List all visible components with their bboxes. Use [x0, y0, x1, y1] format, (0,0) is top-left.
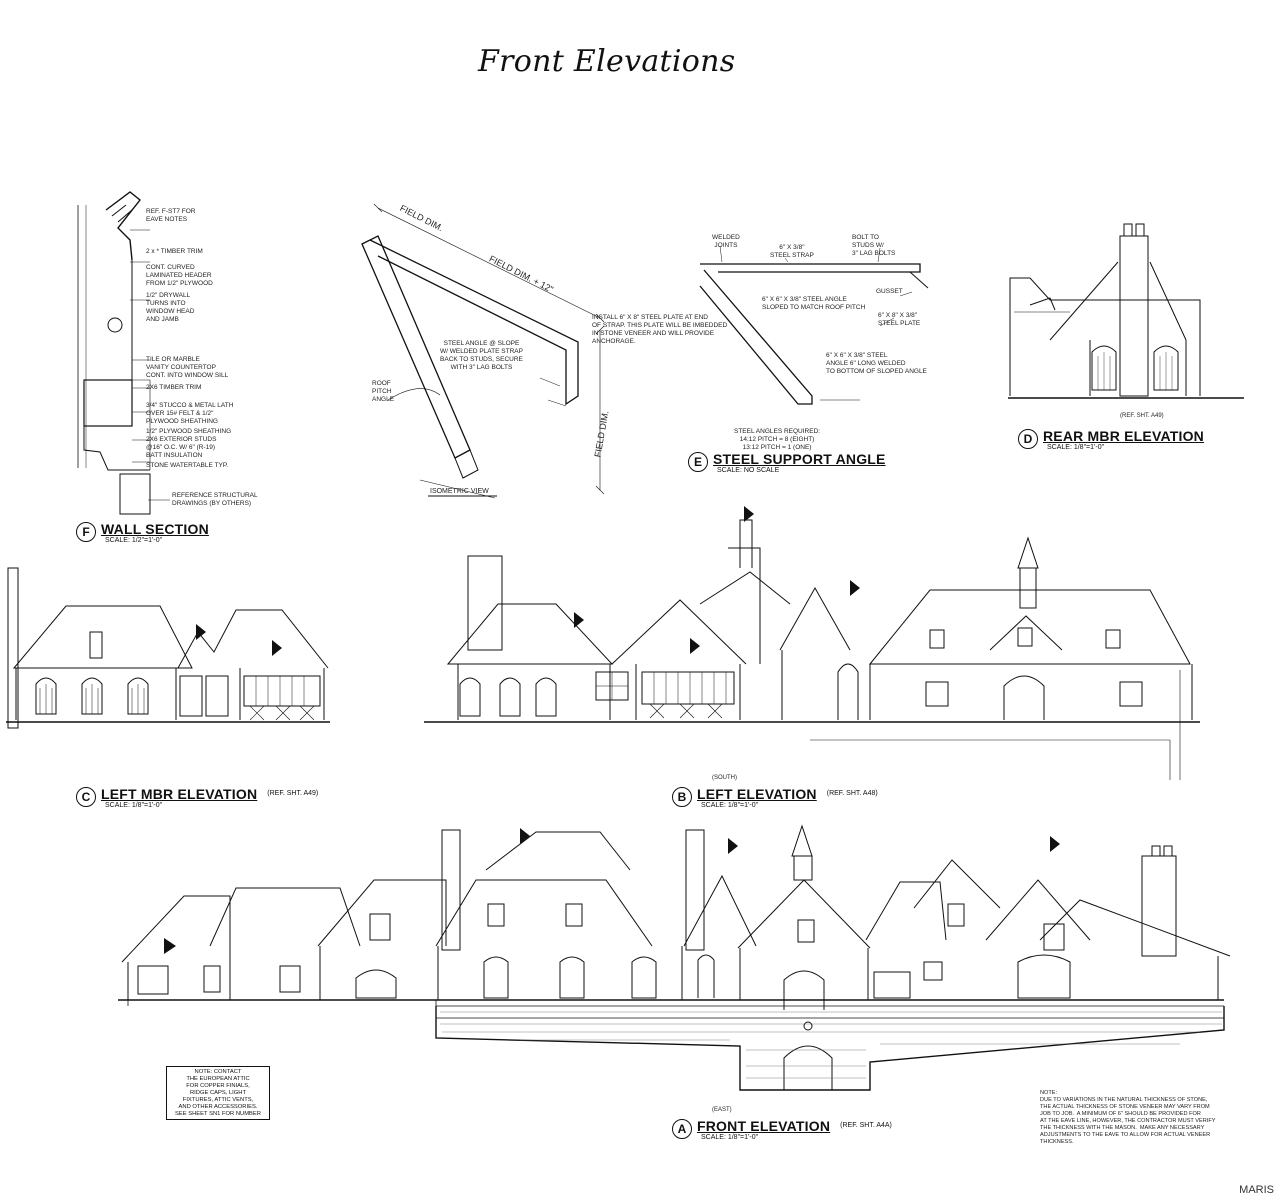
iso-roof-pitch: ROOF PITCH ANGLE	[372, 380, 395, 403]
label-name: LEFT MBR ELEVATION	[101, 786, 258, 802]
front-elevation-drawing	[118, 824, 1231, 1091]
steel-gusset: GUSSET	[876, 288, 903, 295]
label-bubble: E	[688, 452, 708, 472]
label-name: STEEL SUPPORT ANGLE	[713, 451, 886, 467]
stone-note: NOTE: DUE TO VARIATIONS IN THE NATURAL T…	[1040, 1090, 1216, 1145]
page-title: Front Elevations	[478, 44, 736, 79]
wall-section-drawing	[77, 191, 170, 515]
label-name: LEFT ELEVATION	[697, 786, 817, 802]
wall-note-header: CONT. CURVED LAMINATED HEADER FROM 1/2" …	[146, 264, 213, 287]
attic-note-box: NOTE: CONTACT THE EUROPEAN ATTIC FOR COP…	[166, 1066, 270, 1120]
section-markers	[164, 506, 1060, 954]
label-above-front-elev: (EAST)	[712, 1107, 732, 1113]
label-scale: SCALE: 1/8"=1'-0"	[701, 1134, 759, 1141]
label-scale: SCALE: 1/2"=1'-0"	[105, 537, 163, 544]
wall-note-watertable: STONE WATERTABLE TYP.	[146, 462, 229, 469]
label-ref: (REF. SHT. A4A)	[840, 1122, 892, 1129]
label-front-elevation: A FRONT ELEVATION SCALE: 1/8"=1'-0" (REF…	[672, 1118, 892, 1141]
wall-note-timber: 2 x * TIMBER TRIM	[146, 248, 203, 255]
wall-note-structural: REFERENCE STRUCTURAL DRAWINGS (BY OTHERS…	[172, 492, 258, 507]
iso-plate-note: INSTALL 6" X 8" STEEL PLATE AT END OF ST…	[592, 314, 728, 345]
steel-bolt: BOLT TO STUDS W/ 3" LAG BOLTS	[852, 234, 896, 257]
label-scale: SCALE: 1/8"=1'-0"	[105, 802, 163, 809]
iso-angle-note: STEEL ANGLE @ SLOPE W/ WELDED PLATE STRA…	[440, 340, 523, 371]
label-name: FRONT ELEVATION	[697, 1118, 831, 1134]
left-elevation-drawing	[424, 519, 1200, 780]
label-ref: (REF. SHT. A49)	[267, 790, 319, 797]
label-above-left-elev: (SOUTH)	[712, 775, 737, 781]
wall-note-stucco: 3/4" STUCCO & METAL LATH OVER 15# FELT &…	[146, 402, 234, 425]
label-wall-section: F WALL SECTION SCALE: 1/2"=1'-0"	[76, 521, 209, 544]
label-steel-support-angle: E STEEL SUPPORT ANGLE SCALE: NO SCALE	[688, 451, 886, 474]
iso-view-label: ISOMETRIC VIEW	[430, 488, 489, 495]
label-bubble: F	[76, 522, 96, 542]
label-name: WALL SECTION	[101, 521, 209, 537]
wall-note-eave: REF. F-ST7 FOR EAVE NOTES	[146, 208, 196, 223]
steel-plate: 6" X 8" X 3/8" STEEL PLATE	[878, 312, 921, 327]
steel-welded: WELDED JOINTS	[712, 234, 740, 249]
steel-strap: 6" X 3/8" STEEL STRAP	[770, 244, 814, 259]
label-scale: SCALE: NO SCALE	[717, 467, 780, 474]
wall-note-drywall: 1/2" DRYWALL TURNS INTO WINDOW HEAD AND …	[146, 292, 195, 323]
label-scale: SCALE: 1/8"=1'-0"	[701, 802, 759, 809]
label-left-elevation: B LEFT ELEVATION SCALE: 1/8"=1'-0" (REF.…	[672, 786, 878, 809]
steel-support-angle-drawing	[699, 245, 929, 405]
watermark: MARIS	[1239, 1184, 1274, 1196]
steel-angle: 6" X 6" X 3/8" STEEL ANGLE SLOPED TO MAT…	[762, 296, 866, 311]
label-scale: SCALE: 1/8"=1'-0"	[1047, 444, 1105, 451]
wall-note-trim: 2X6 TIMBER TRIM	[146, 384, 202, 391]
left-mbr-elevation-drawing	[6, 567, 330, 729]
rear-mbr-elevation-drawing	[1008, 223, 1244, 399]
wall-note-vanity: TILE OR MARBLE VANITY COUNTERTOP CONT. I…	[146, 356, 229, 379]
label-name: REAR MBR ELEVATION	[1043, 428, 1204, 444]
wall-note-sheathing: 1/2" PLYWOOD SHEATHING 2X6 EXTERIOR STUD…	[146, 428, 232, 459]
label-bubble: A	[672, 1119, 692, 1139]
label-rear-mbr-elevation: D REAR MBR ELEVATION SCALE: 1/8"=1'-0"	[1018, 428, 1204, 451]
label-ref: (REF. SHT. A48)	[826, 790, 878, 797]
label-bubble: B	[672, 787, 692, 807]
label-left-mbr-elevation: C LEFT MBR ELEVATION SCALE: 1/8"=1'-0" (…	[76, 786, 318, 809]
isometric-view-drawing	[361, 203, 605, 499]
label-ref-rear: (REF. SHT. A49)	[1120, 413, 1164, 419]
label-bubble: D	[1018, 429, 1038, 449]
steel-required: STEEL ANGLES REQUIRED: 14:12 PITCH = 8 (…	[734, 428, 821, 451]
stone-hatching	[440, 1011, 1222, 1079]
label-bubble: C	[76, 787, 96, 807]
steel-weld: 6" X 6" X 3/8" STEEL ANGLE 6" LONG WELDE…	[826, 352, 927, 375]
